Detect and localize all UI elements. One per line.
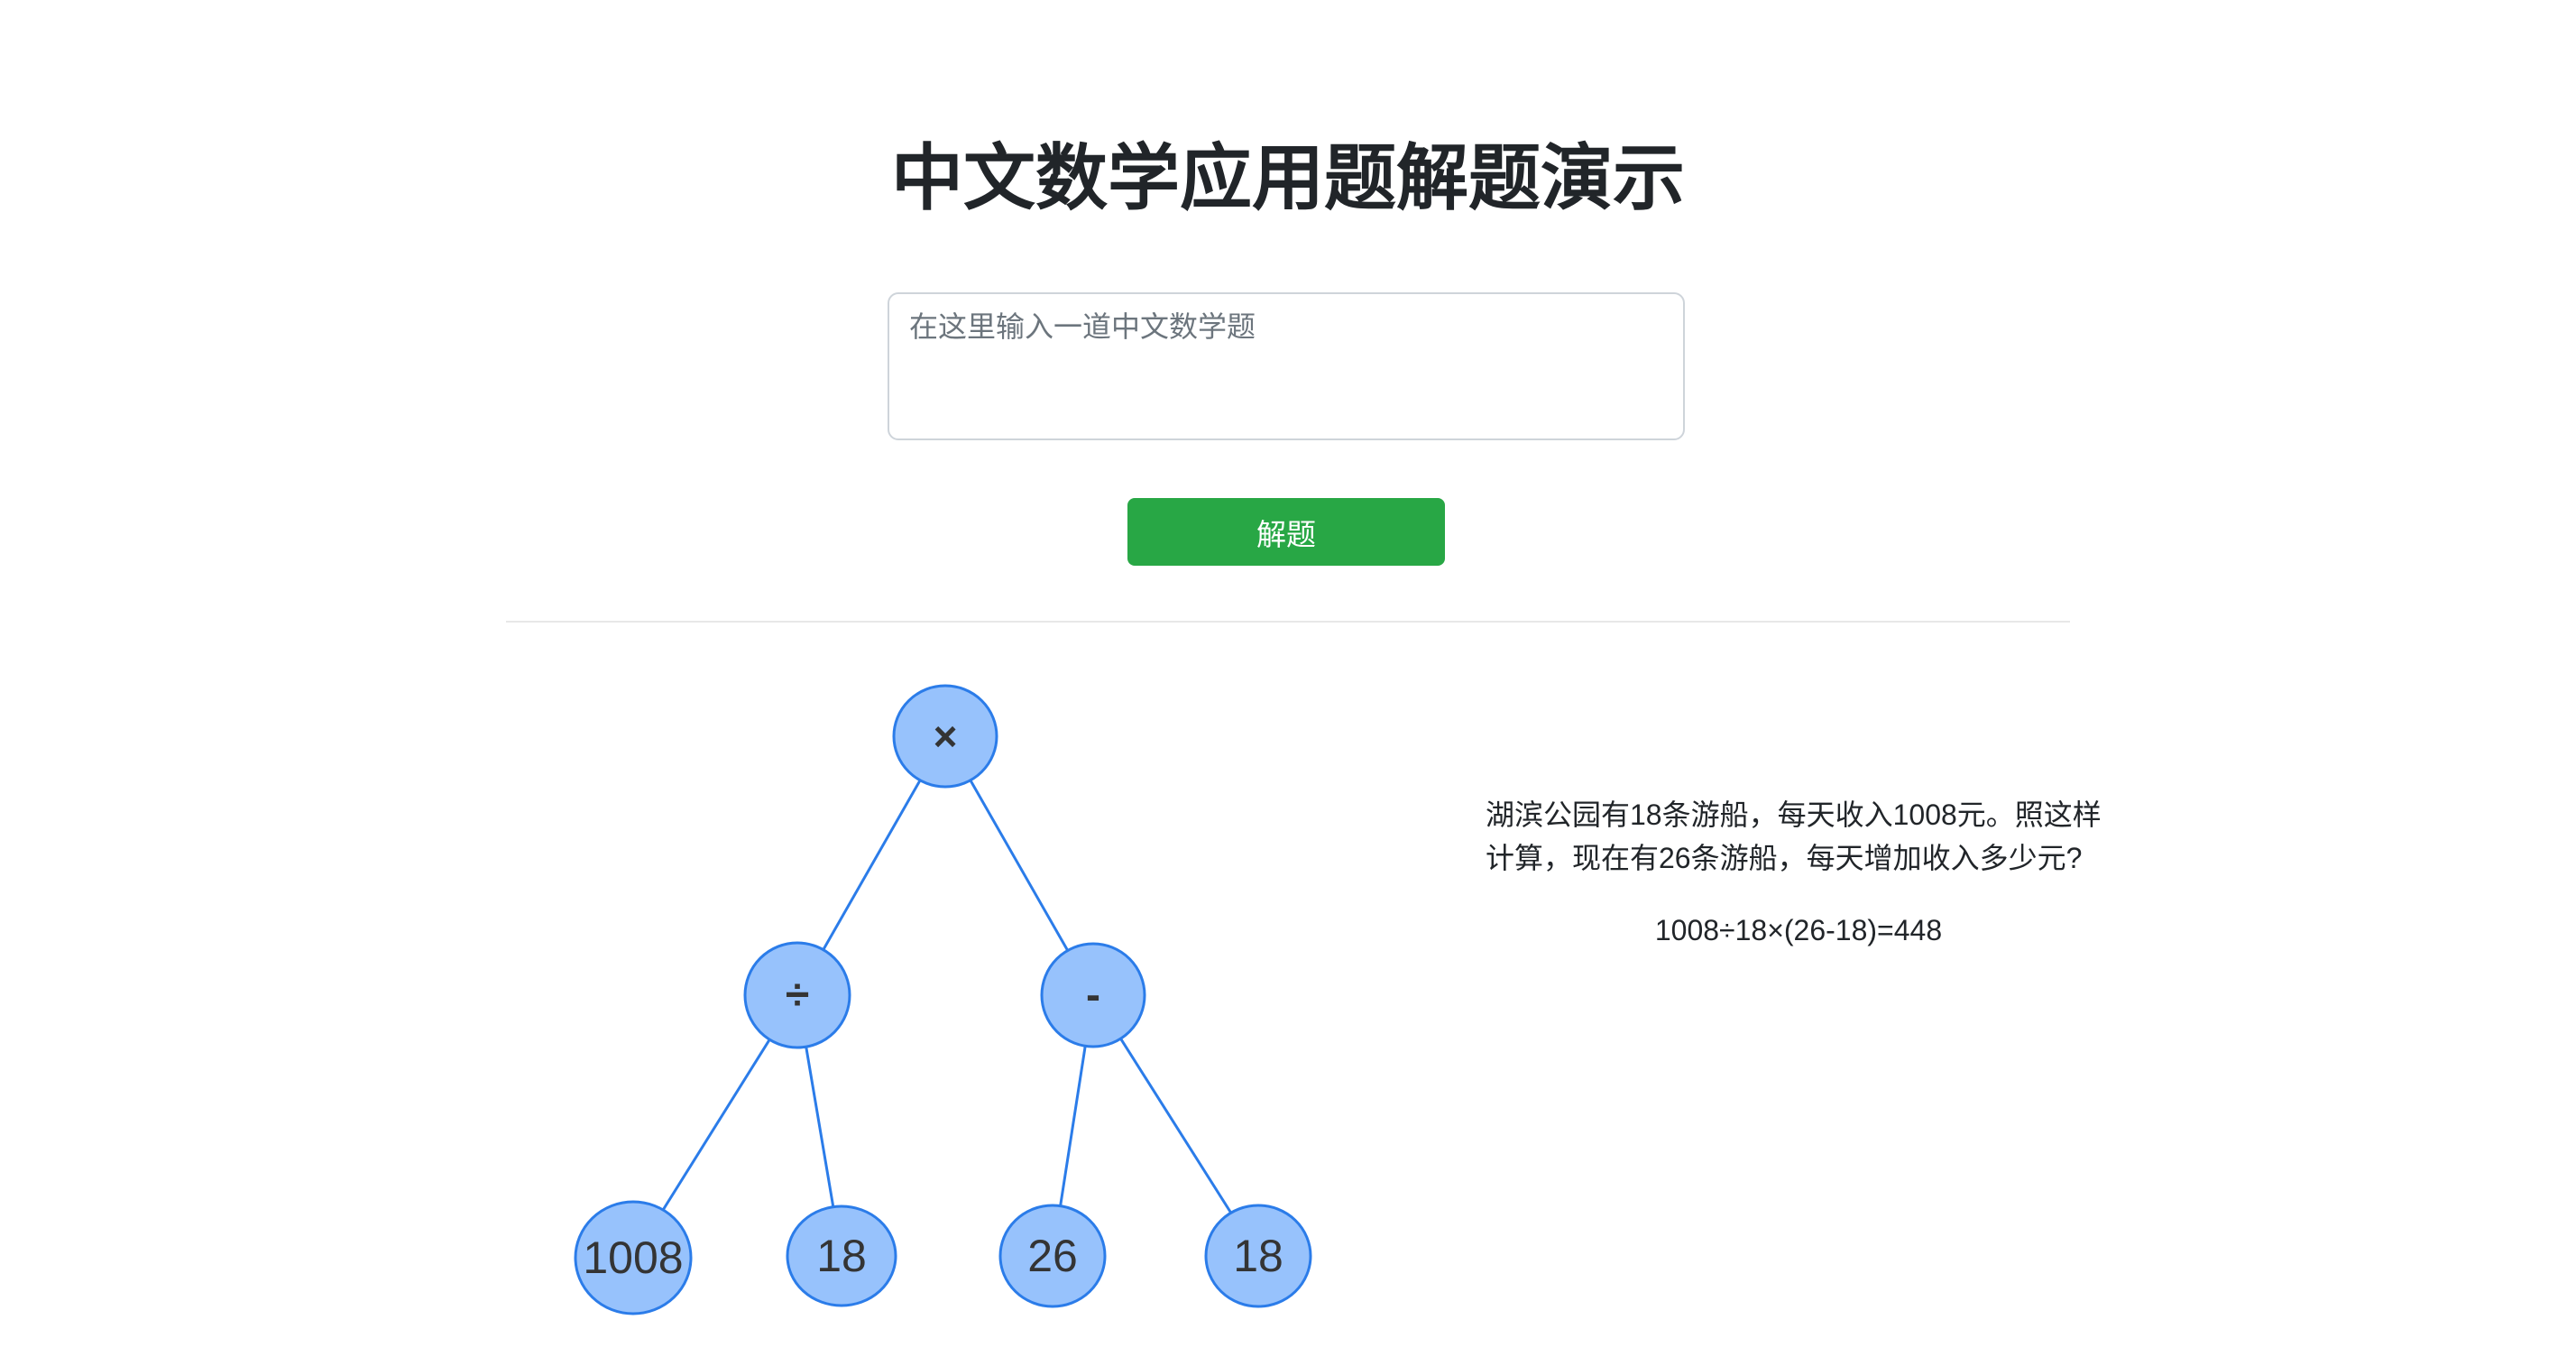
tree-node-÷[interactable] [743, 941, 851, 1049]
problem-text: 湖滨公园有18条游船，每天收入1008元。照这样计算，现在有26条游船，每天增加… [1486, 798, 2102, 874]
tree-node-×[interactable] [892, 684, 998, 789]
tree-node-18[interactable] [786, 1204, 897, 1307]
divider [506, 621, 2070, 623]
problem-input[interactable] [888, 292, 1685, 440]
tree-node-18[interactable] [1204, 1204, 1312, 1308]
tree-node-26[interactable] [998, 1204, 1107, 1308]
solve-button[interactable]: 解题 [1127, 498, 1445, 566]
solution-equation: 1008÷18×(26-18)=448 [1654, 914, 1943, 946]
tree-node--[interactable] [1040, 942, 1146, 1048]
tree-node-1008[interactable] [574, 1200, 693, 1315]
solution-block: 湖滨公园有18条游船，每天收入1008元。照这样计算，现在有26条游船，每天增加… [1486, 793, 2111, 952]
page-title: 中文数学应用题解题演示 [891, 138, 1685, 218]
